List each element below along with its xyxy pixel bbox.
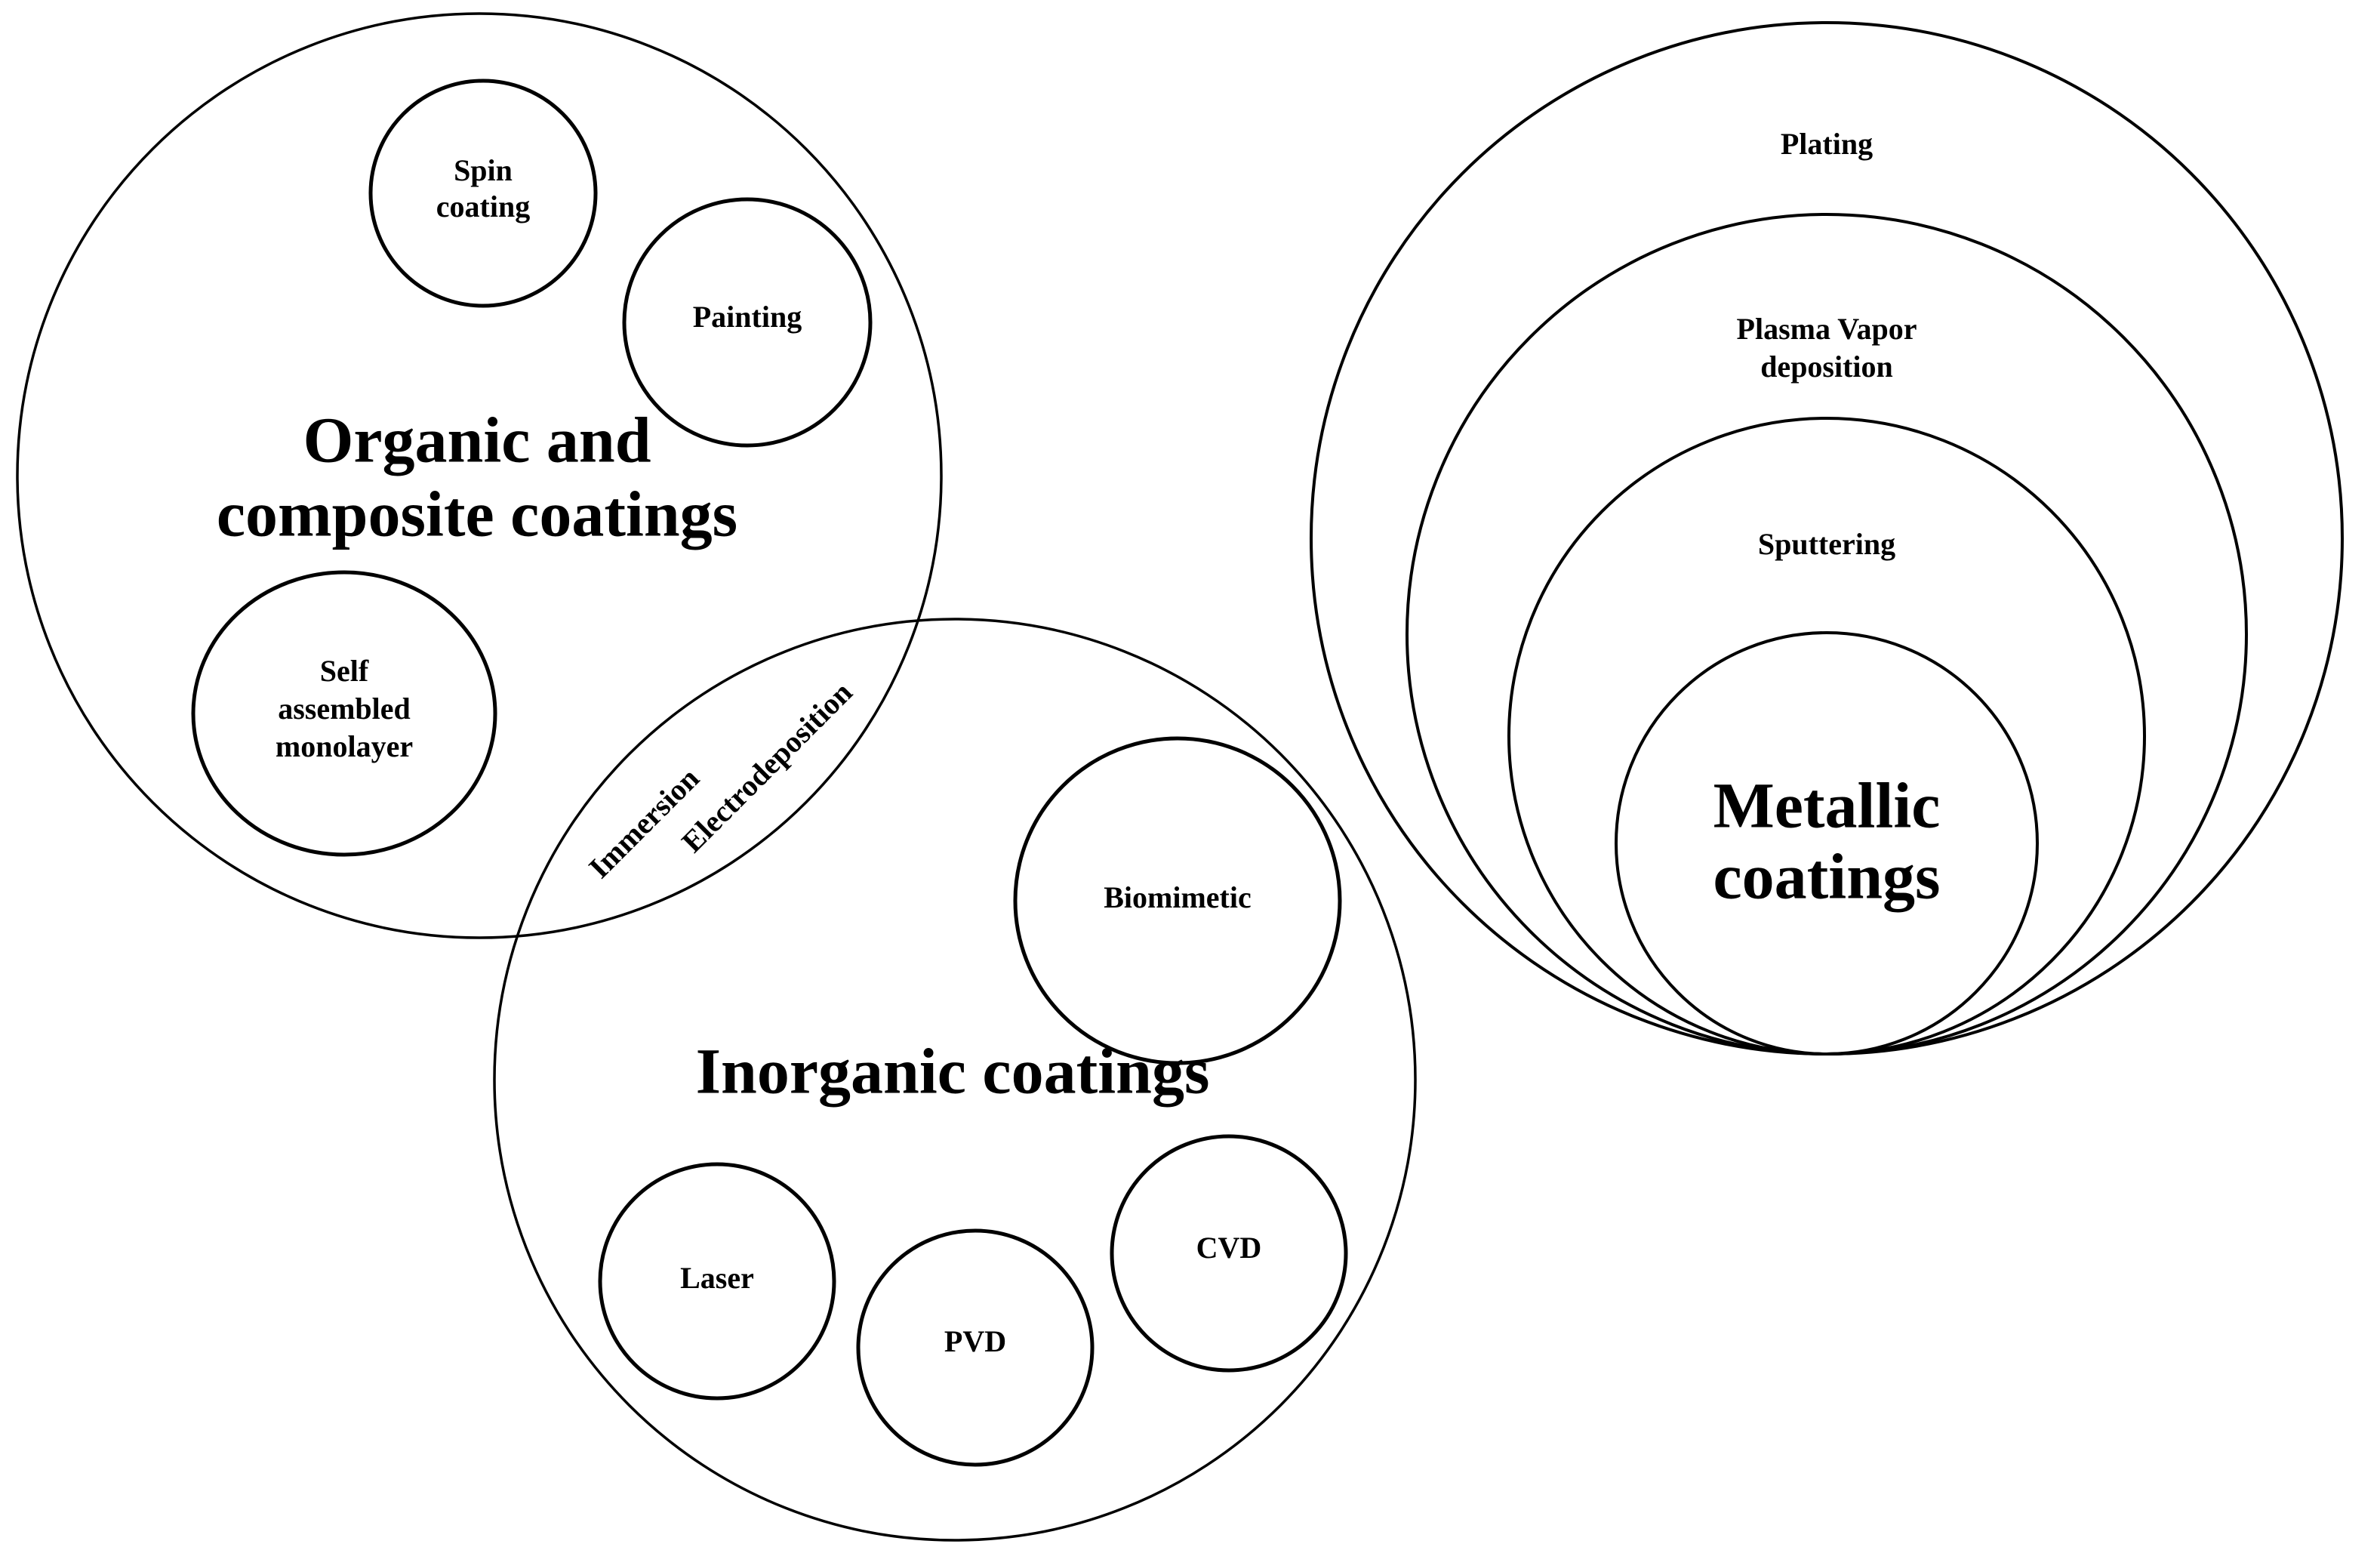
biomimetic-label: Biomimetic (1104, 880, 1252, 914)
laser-circle (598, 1162, 836, 1401)
metallic-core-circle (1615, 631, 2039, 1056)
organic-coatings-title-line2: composite coatings (217, 478, 737, 550)
cvd-label: CVD (1196, 1231, 1262, 1265)
biomimetic-circle (1013, 736, 1342, 1065)
spin-coating-label-line2: coating (436, 190, 530, 223)
inorganic-coatings-title: Inorganic coatings (696, 1035, 1210, 1108)
sam-label-line2: assembled (278, 692, 411, 726)
inorganic-coatings-group: Biomimetic Inorganic coatings Laser PVD … (493, 618, 1417, 1542)
overlap-group: Immersion Electrodeposition (582, 675, 859, 885)
painting-label: Painting (693, 300, 802, 334)
pvd-label: PVD (944, 1324, 1006, 1358)
sam-label-line3: monolayer (276, 729, 413, 763)
metallic-coatings-title-line1: Metallic (1713, 769, 1941, 842)
painting-circle (622, 197, 873, 448)
organic-coatings-group: Spin coating Painting Organic and compos… (16, 12, 943, 939)
plasma-vapor-deposition-label-line1: Plasma Vapor (1737, 312, 1917, 346)
pvd-circle (856, 1228, 1095, 1467)
inorganic-coatings-circle (493, 618, 1417, 1542)
sputtering-label: Sputtering (1758, 527, 1895, 561)
sputtering-circle (1507, 417, 2146, 1056)
electrodeposition-label: Electrodeposition (675, 675, 858, 858)
laser-label: Laser (680, 1261, 754, 1295)
plasma-vapor-deposition-label-line2: deposition (1760, 350, 1893, 384)
cvd-circle (1110, 1134, 1348, 1373)
plating-label: Plating (1781, 127, 1873, 161)
sam-label-line1: Self (320, 654, 369, 688)
spin-coating-circle (368, 79, 598, 308)
metallic-coatings-title-line2: coatings (1713, 840, 1941, 913)
organic-coatings-title-line1: Organic and (303, 404, 651, 476)
spin-coating-label-line1: Spin (454, 153, 513, 187)
metallic-coatings-group: Plating Plasma Vapor deposition Sputteri… (1310, 21, 2344, 1056)
self-assembled-monolayer-circle (191, 570, 497, 857)
organic-coatings-circle (16, 12, 943, 939)
